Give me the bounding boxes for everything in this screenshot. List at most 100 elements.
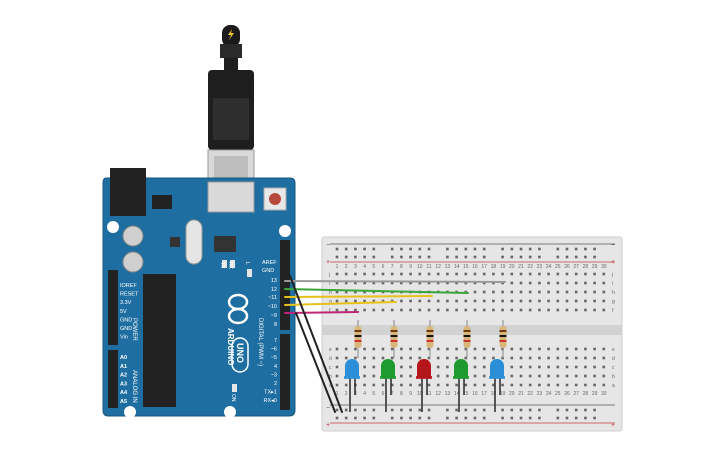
breadboard-hole[interactable] <box>446 356 449 360</box>
rail-hole[interactable] <box>409 416 412 420</box>
breadboard-hole[interactable] <box>446 347 449 351</box>
breadboard-hole[interactable] <box>528 299 532 303</box>
breadboard-hole[interactable] <box>556 281 560 285</box>
breadboard-hole[interactable] <box>538 347 541 351</box>
breadboard-hole[interactable] <box>464 356 468 360</box>
rail-hole[interactable] <box>455 247 458 251</box>
breadboard-hole[interactable] <box>528 383 532 387</box>
breadboard-hole[interactable] <box>482 290 486 294</box>
breadboard-hole[interactable] <box>344 299 348 303</box>
breadboard-hole[interactable] <box>464 347 468 351</box>
rail-hole[interactable] <box>574 247 578 251</box>
rail-hole[interactable] <box>344 255 348 259</box>
breadboard-hole[interactable] <box>593 281 596 285</box>
breadboard-hole[interactable] <box>427 299 431 303</box>
rail-hole[interactable] <box>390 416 394 420</box>
breadboard-hole[interactable] <box>593 299 596 303</box>
rail-hole[interactable] <box>363 416 366 420</box>
rail-hole[interactable] <box>501 416 504 420</box>
breadboard-hole[interactable] <box>335 347 339 351</box>
breadboard-hole[interactable] <box>335 374 339 378</box>
breadboard-hole[interactable] <box>565 272 569 276</box>
breadboard-hole[interactable] <box>427 347 431 351</box>
breadboard-hole[interactable] <box>501 299 504 303</box>
breadboard-hole[interactable] <box>344 356 348 360</box>
rail-hole[interactable] <box>556 255 560 259</box>
breadboard-hole[interactable] <box>381 356 385 360</box>
rail-hole[interactable] <box>409 255 412 259</box>
breadboard-hole[interactable] <box>372 347 376 351</box>
rail-hole[interactable] <box>482 408 486 412</box>
breadboard-hole[interactable] <box>372 281 376 285</box>
rail-hole[interactable] <box>501 408 504 412</box>
breadboard-hole[interactable] <box>574 356 578 360</box>
breadboard-hole[interactable] <box>593 272 596 276</box>
rail-hole[interactable] <box>510 247 514 251</box>
breadboard-hole[interactable] <box>473 290 477 294</box>
wire-1[interactable] <box>284 280 506 283</box>
breadboard-hole[interactable] <box>363 383 366 387</box>
breadboard-hole[interactable] <box>427 281 431 285</box>
rail-hole[interactable] <box>464 416 468 420</box>
breadboard-hole[interactable] <box>510 347 514 351</box>
rail-hole[interactable] <box>455 255 458 259</box>
breadboard-hole[interactable] <box>473 299 477 303</box>
breadboard-hole[interactable] <box>565 299 569 303</box>
rail-hole[interactable] <box>593 255 596 259</box>
breadboard-hole[interactable] <box>436 272 440 276</box>
rail-hole[interactable] <box>372 408 376 412</box>
breadboard-hole[interactable] <box>528 365 532 369</box>
breadboard-hole[interactable] <box>547 272 550 276</box>
breadboard-hole[interactable] <box>473 308 477 312</box>
rail-hole[interactable] <box>528 247 532 251</box>
breadboard-hole[interactable] <box>372 383 376 387</box>
rail-hole[interactable] <box>464 255 468 259</box>
breadboard-hole[interactable] <box>400 299 403 303</box>
rail-hole[interactable] <box>363 255 366 259</box>
breadboard-hole[interactable] <box>409 383 412 387</box>
breadboard-hole[interactable] <box>510 290 514 294</box>
breadboard-hole[interactable] <box>418 347 422 351</box>
breadboard-hole[interactable] <box>473 281 477 285</box>
breadboard-hole[interactable] <box>556 308 560 312</box>
breadboard-hole[interactable] <box>584 356 587 360</box>
breadboard-hole[interactable] <box>574 281 578 285</box>
breadboard-hole[interactable] <box>482 383 486 387</box>
breadboard-hole[interactable] <box>528 374 532 378</box>
rail-hole[interactable] <box>528 255 532 259</box>
breadboard-hole[interactable] <box>354 308 357 312</box>
breadboard-hole[interactable] <box>547 290 550 294</box>
resistor[interactable] <box>426 320 434 358</box>
breadboard-hole[interactable] <box>584 347 587 351</box>
breadboard-hole[interactable] <box>565 365 569 369</box>
breadboard-hole[interactable] <box>482 272 486 276</box>
rail-hole[interactable] <box>538 416 541 420</box>
rail-hole[interactable] <box>409 408 412 412</box>
led[interactable] <box>416 359 432 412</box>
breadboard-hole[interactable] <box>427 272 431 276</box>
breadboard-hole[interactable] <box>372 308 376 312</box>
breadboard-hole[interactable] <box>547 308 550 312</box>
rail-hole[interactable] <box>519 255 523 259</box>
breadboard-hole[interactable] <box>473 272 477 276</box>
rail-hole[interactable] <box>418 247 422 251</box>
breadboard-hole[interactable] <box>427 308 431 312</box>
breadboard-hole[interactable] <box>482 281 486 285</box>
breadboard-hole[interactable] <box>519 347 523 351</box>
breadboard-hole[interactable] <box>381 308 385 312</box>
breadboard-hole[interactable] <box>602 347 606 351</box>
rail-hole[interactable] <box>528 416 532 420</box>
rail-hole[interactable] <box>455 416 458 420</box>
breadboard-hole[interactable] <box>565 347 569 351</box>
rail-hole[interactable] <box>446 408 449 412</box>
rail-hole[interactable] <box>501 255 504 259</box>
breadboard-hole[interactable] <box>418 383 422 387</box>
breadboard-hole[interactable] <box>492 290 495 294</box>
breadboard-hole[interactable] <box>464 299 468 303</box>
breadboard-hole[interactable] <box>400 365 403 369</box>
breadboard-hole[interactable] <box>538 290 541 294</box>
breadboard-hole[interactable] <box>390 308 394 312</box>
rail-hole[interactable] <box>344 408 348 412</box>
rail-hole[interactable] <box>400 408 403 412</box>
rail-hole[interactable] <box>418 408 422 412</box>
